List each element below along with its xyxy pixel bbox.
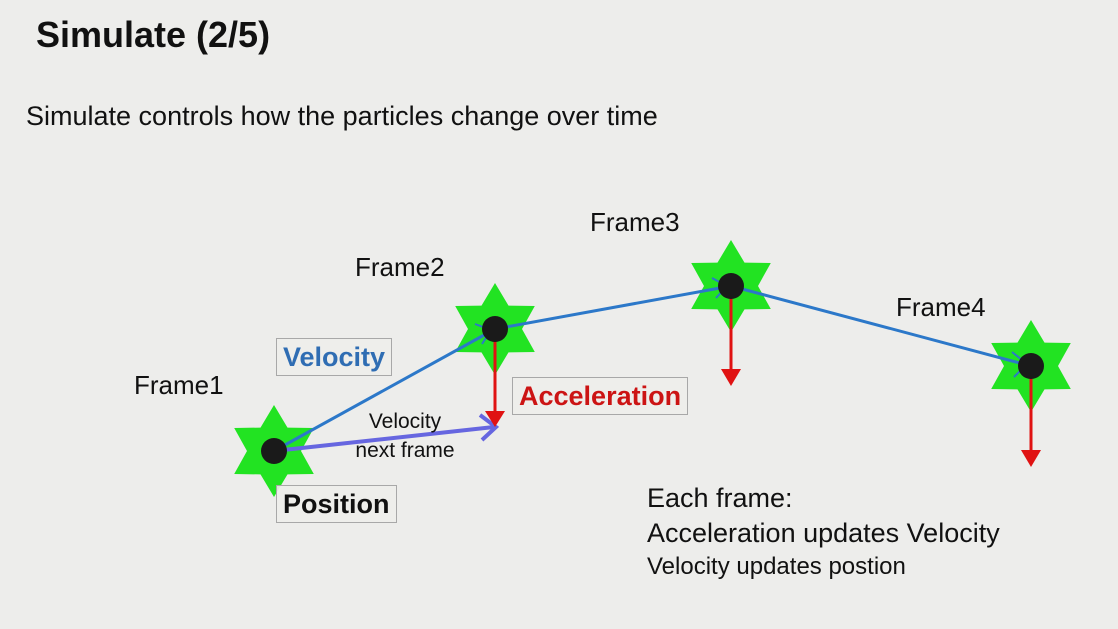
acceleration-label: Acceleration (512, 377, 689, 415)
position-label: Position (276, 485, 397, 523)
note-heading: Each frame: (647, 483, 793, 513)
frame-label-1: Frame1 (134, 370, 224, 400)
frame-label-4: Frame4 (896, 292, 986, 322)
slide-title: Simulate (2/5) (36, 14, 271, 55)
velocity-next-frame-arrow (273, 413, 500, 453)
path-line-2-3 (494, 284, 732, 331)
acceleration-arrow-frame4 (1021, 366, 1041, 467)
frame-label-3: Frame3 (590, 207, 680, 237)
path-line-1-2 (273, 327, 496, 453)
velocity-next-frame-line2: next frame (355, 439, 455, 462)
particle-dot-frame4 (1018, 353, 1044, 379)
note-velocity-updates-position: Velocity updates postion (647, 553, 906, 580)
particle-dot-frame2 (482, 316, 508, 342)
acceleration-arrow-frame3 (721, 286, 741, 386)
particle-dot-frame3 (718, 273, 744, 299)
acceleration-arrow-frame2 (485, 329, 505, 427)
note-acceleration-updates-velocity: Acceleration updates Velocity (647, 518, 1000, 548)
velocity-next-frame-label: Velocity next frame (344, 407, 466, 465)
slide-subtitle: Simulate controls how the particles chan… (26, 101, 658, 131)
velocity-next-frame-line1: Velocity (368, 410, 442, 433)
particle-dot-frame1 (261, 438, 287, 464)
velocity-label: Velocity (276, 338, 393, 376)
path-line-3-4 (730, 284, 1032, 368)
frame-label-2: Frame2 (355, 252, 445, 282)
